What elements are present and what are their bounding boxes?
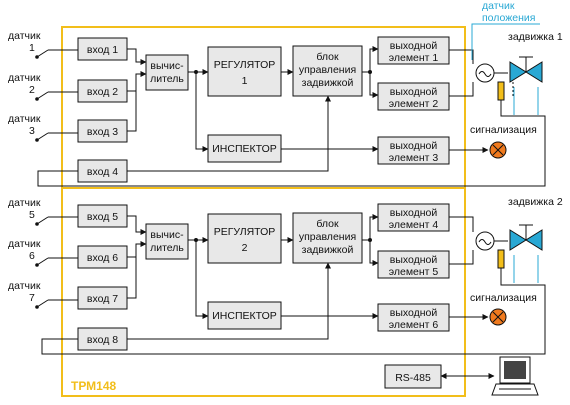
svg-text:вход 4: вход 4 <box>87 166 118 178</box>
input-4: вход 4 <box>77 159 128 183</box>
motor-icon <box>475 231 495 251</box>
sensor-number: 1 <box>29 42 35 54</box>
regulator-2: РЕГУЛЯТОР 2 <box>207 213 282 264</box>
svg-text:вход 7: вход 7 <box>87 293 118 305</box>
valve-icon <box>509 224 543 251</box>
alarm-icon <box>489 141 507 159</box>
sensor-number: 7 <box>29 292 35 304</box>
rs485-interface: RS-485 <box>384 364 442 389</box>
svg-text:блок: блок <box>316 218 339 230</box>
position-sensor-icon <box>497 249 505 269</box>
svg-text:задвижкой: задвижкой <box>302 77 354 89</box>
svg-text:вход 8: вход 8 <box>87 334 118 346</box>
svg-text:элемент 3: элемент 3 <box>389 152 439 164</box>
svg-text:управления: управления <box>299 231 356 243</box>
input-5: вход 5 <box>77 204 128 228</box>
position-sensor-icon <box>497 81 505 101</box>
svg-text:блок: блок <box>316 51 339 63</box>
sensor-1: датчик 1 <box>8 30 78 59</box>
output-element-5: выходной элемент 5 <box>377 250 450 279</box>
inspector-2: ИНСПЕКТОР <box>207 301 282 330</box>
svg-text:вход 5: вход 5 <box>87 211 118 223</box>
valve-control-block-1: блок управления задвижкой <box>292 45 363 97</box>
sensor-label: датчик <box>8 72 41 84</box>
device-frame <box>61 26 466 397</box>
alarm-label: сигнализация <box>470 124 537 136</box>
sensor-6: датчик 6 <box>8 238 78 267</box>
input-7: вход 7 <box>77 286 128 310</box>
svg-text:выходной: выходной <box>390 140 438 152</box>
sensor-number: 2 <box>29 84 35 96</box>
motor-icon <box>475 63 495 83</box>
input-8: вход 8 <box>77 327 128 351</box>
svg-text:ИНСПЕКТОР: ИНСПЕКТОР <box>212 143 277 155</box>
output-element-6: выходной элемент 6 <box>377 303 450 332</box>
svg-text:литель: литель <box>150 73 184 85</box>
input-6: вход 6 <box>77 245 128 269</box>
svg-text:выходной: выходной <box>390 307 438 319</box>
sensor-number: 6 <box>29 250 35 262</box>
sensor-7: датчик 7 <box>8 280 78 309</box>
calculator-2: вычис- литель <box>145 223 189 260</box>
calculator-1: вычис- литель <box>145 54 189 91</box>
svg-text:1: 1 <box>242 75 248 87</box>
svg-text:выходной: выходной <box>390 254 438 266</box>
sensor-2: датчик 2 <box>8 72 78 101</box>
svg-text:РЕГУЛЯТОР: РЕГУЛЯТОР <box>214 226 276 238</box>
sensor-label: датчик <box>8 113 41 125</box>
input-2: вход 2 <box>77 79 128 103</box>
svg-text:элемент 2: элемент 2 <box>389 98 439 110</box>
input-1: вход 1 <box>77 37 128 61</box>
sensor-5: датчик 5 <box>8 197 78 226</box>
position-sensor-label-2: положения <box>482 12 535 24</box>
svg-text:вход 3: вход 3 <box>87 126 118 138</box>
output-element-3: выходной элемент 3 <box>377 136 450 165</box>
sensor-3: датчик 3 <box>8 113 78 142</box>
svg-text:элемент 4: элемент 4 <box>389 219 439 231</box>
position-sensor-label: датчик <box>482 0 515 12</box>
input-3: вход 3 <box>77 119 128 143</box>
valve-label: задвижка 2 <box>508 196 563 208</box>
sensor-label: датчик <box>8 280 41 292</box>
sensor-label: датчик <box>8 30 41 42</box>
svg-text:2: 2 <box>242 242 248 254</box>
svg-text:элемент 5: элемент 5 <box>389 266 439 278</box>
sensor-number: 3 <box>29 125 35 137</box>
valve-control-block-2: блок управления задвижкой <box>292 212 363 264</box>
svg-text:RS-485: RS-485 <box>395 372 431 384</box>
svg-text:вычис-: вычис- <box>150 229 184 241</box>
alarm-icon <box>489 308 507 326</box>
sensor-label: датчик <box>8 238 41 250</box>
svg-text:РЕГУЛЯТОР: РЕГУЛЯТОР <box>214 59 276 71</box>
output-element-2: выходной элемент 2 <box>377 82 450 111</box>
regulator-1: РЕГУЛЯТОР 1 <box>207 46 282 97</box>
output-element-4: выходной элемент 4 <box>377 203 450 232</box>
svg-text:вычис-: вычис- <box>150 60 184 72</box>
svg-text:вход 1: вход 1 <box>87 44 118 56</box>
svg-text:выходной: выходной <box>390 207 438 219</box>
alarm-label: сигнализация <box>470 292 537 304</box>
svg-text:вход 2: вход 2 <box>87 86 118 98</box>
device-name: ТРМ148 <box>71 379 117 393</box>
svg-text:элемент 6: элемент 6 <box>389 319 439 331</box>
valve-icon <box>509 56 543 83</box>
svg-text:вход 6: вход 6 <box>87 252 118 264</box>
svg-text:задвижкой: задвижкой <box>302 244 354 256</box>
computer-icon <box>491 356 539 396</box>
sensor-number: 5 <box>29 209 35 221</box>
svg-text:выходной: выходной <box>390 40 438 52</box>
output-element-1: выходной элемент 1 <box>377 36 450 65</box>
svg-text:выходной: выходной <box>390 86 438 98</box>
svg-text:ИНСПЕКТОР: ИНСПЕКТОР <box>212 310 277 322</box>
svg-text:литель: литель <box>150 242 184 254</box>
sensor-label: датчик <box>8 197 41 209</box>
svg-text:управления: управления <box>299 64 356 76</box>
valve-label: задвижка 1 <box>508 31 563 43</box>
svg-text:элемент 1: элемент 1 <box>389 52 439 64</box>
inspector-1: ИНСПЕКТОР <box>207 134 282 163</box>
